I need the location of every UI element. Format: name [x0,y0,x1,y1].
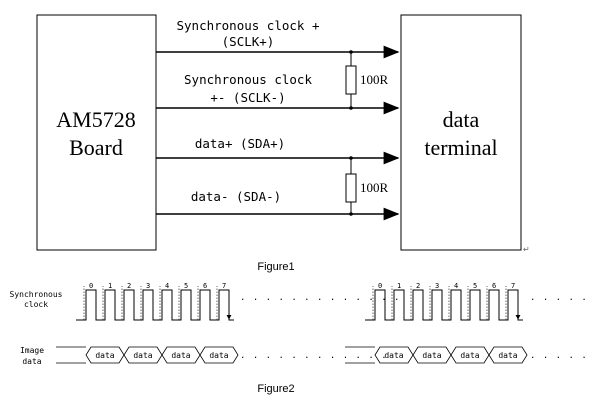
data-ellipsis-b: . . . . . . . [530,351,596,361]
right-box-line-1: data [443,107,480,132]
clock-number: 5 [473,282,477,290]
left-box-line-2: Board [69,135,123,160]
sclk-plus-label-1: Synchronous clock + [177,18,320,33]
bus-data-label: data [422,351,441,360]
resistor-2-label: 100R [360,180,389,195]
clock-number: 2 [127,282,131,290]
clock-label-1: Synchronous [10,290,63,299]
clock-ellipsis-a: . . . . . . . . . . . . . [240,293,400,303]
resistor-2 [345,156,357,216]
right-box-line-2: terminal [424,135,497,160]
clock-number: 3 [146,282,150,290]
clock-trace [76,289,234,321]
clock-number: 6 [492,282,496,290]
bus-data-label: data [460,351,479,360]
bus-data-label: data [209,351,228,360]
paragraph-mark-1: ↵ [523,245,530,254]
bus-data-label: data [171,351,190,360]
image-data-bus-b: data data data data [345,346,528,364]
clock-number: 2 [416,282,420,290]
resistor-1-label: 100R [360,72,389,87]
clock-trace [365,289,523,321]
clock-waveform-b: 0 1 2 3 4 5 6 7 [365,282,523,321]
image-label-2: data [22,357,41,366]
clock-number: 4 [165,282,169,290]
figure-2: Synchronous clock Image data 0 1 2 3 4 5 6 7 0 1… [10,282,596,395]
bus-data-label: data [384,351,403,360]
sclk-minus-label-2: +- (SCLK-) [210,90,285,105]
left-box-line-1: AM5728 [56,107,135,132]
clock-number: 7 [511,282,515,290]
bus-data-label: data [95,351,114,360]
data-terminal-box [400,14,522,251]
clock-number: 5 [184,282,188,290]
clock-number: 1 [397,282,401,290]
clock-number: 0 [378,282,382,290]
clock-number: 1 [108,282,112,290]
figure-2-caption: Figure2 [257,383,294,395]
resistor-1 [345,50,357,110]
clock-number: 4 [454,282,458,290]
bus-data-label: data [133,351,152,360]
clock-number: 7 [222,282,226,290]
clock-ellipsis-b: . . . . . . . [530,293,596,303]
clock-number: 0 [89,282,93,290]
clock-waveform-a: 0 1 2 3 4 5 6 7 [76,282,234,321]
image-data-bus-a: data data data data [56,346,239,364]
sda-minus-label: data- (SDA-) [191,189,281,204]
figure-1: AM5728 Board data terminal Synchronous c… [36,14,530,273]
data-ellipsis-a: . . . . . . . . . . . . [240,351,388,361]
sda-plus-label: data+ (SDA+) [195,136,285,151]
clock-number: 6 [203,282,207,290]
bus-segment [199,346,239,364]
sclk-plus-label-2: (SCLK+) [222,34,275,49]
bus-data-label: data [498,351,517,360]
am5728-board-box [36,14,157,251]
sclk-minus-label-1: Synchronous clock [184,72,312,87]
figure-1-caption: Figure1 [257,261,294,273]
clock-label-2: clock [24,300,48,309]
image-label-1: Image [20,346,44,355]
bus-segment [488,346,528,364]
clock-number: 3 [435,282,439,290]
